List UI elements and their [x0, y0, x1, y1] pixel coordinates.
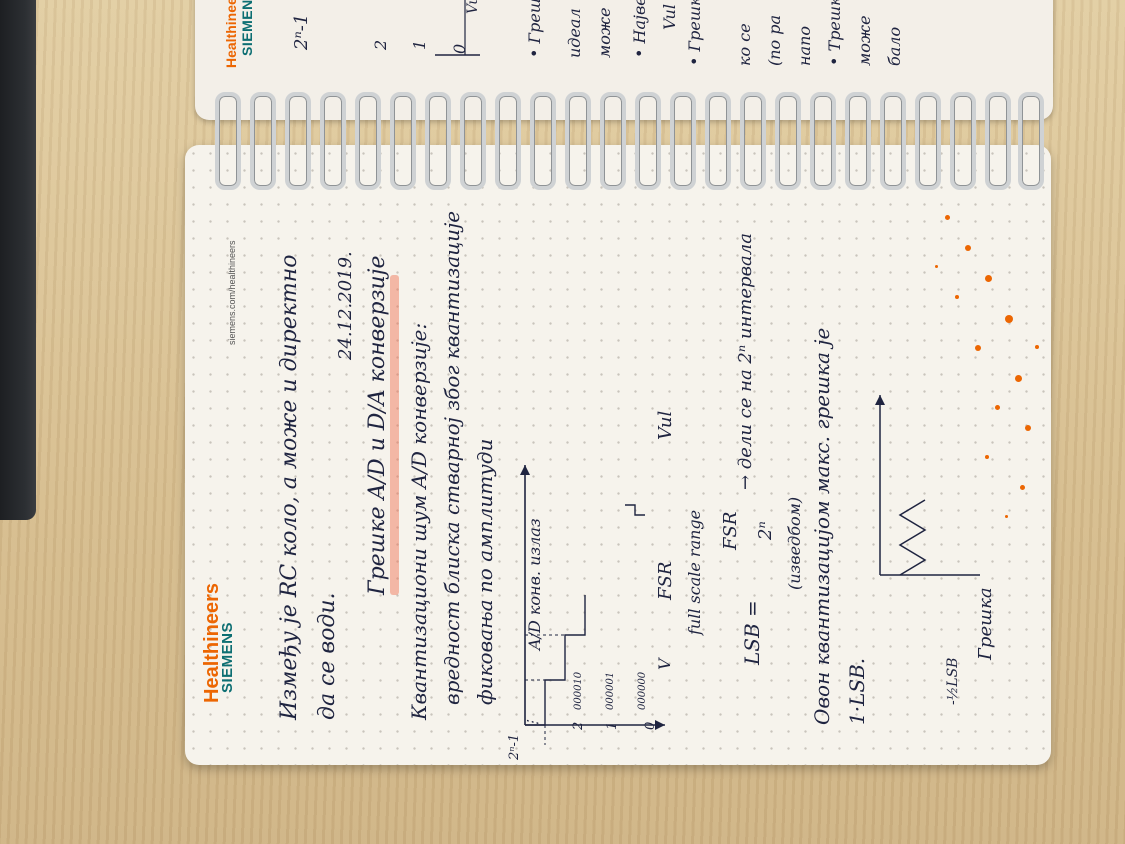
note-line-1: Између је RC коло, а може и директно — [277, 254, 302, 721]
ad-x-vul: Vul — [655, 410, 676, 440]
top-axis-lines — [435, 0, 480, 56]
top-logo-siemens: SIEMENS — [239, 0, 255, 56]
ad-transfer-diagram — [520, 465, 665, 745]
note-line-2: да се води. — [315, 592, 340, 720]
top-note-1: • Грешка — [525, 0, 544, 58]
lsb-lhs: LSB = — [740, 600, 764, 665]
top-note-6: • Грешка — [685, 0, 704, 66]
top-note-4: • Најве — [630, 0, 649, 58]
top-tick-2n: 2ⁿ-1 — [291, 13, 312, 50]
ad-x-full-scale: full scale range — [685, 509, 704, 635]
lsb-den: 2ⁿ — [755, 521, 776, 540]
ad-code-2: 000010 — [573, 671, 584, 710]
ad-axis-tick-dots: ⋮ — [525, 716, 541, 730]
top-note-3: може — [595, 7, 614, 58]
lsb-num: FSR — [720, 511, 741, 550]
max-error-line-b: 1·LSB. — [845, 657, 869, 725]
top-note-8: (по ра — [765, 14, 784, 66]
ad-axis-tick-top: 2ⁿ-1 — [507, 733, 522, 760]
ad-axis-tick-2: 2 — [571, 721, 586, 730]
ad-x-v-label: V — [655, 658, 674, 670]
top-note-7: ко се — [735, 23, 754, 66]
laptop-edge — [0, 0, 36, 520]
notebook-page: SIEMENS Healthineers siemens.com/healthi… — [185, 145, 1051, 765]
top-note-2: идеал — [565, 8, 584, 58]
ad-axis-tick-0: 0 — [643, 721, 658, 730]
bullet-1-b: вредност блиска стварној због квантизаци… — [440, 210, 464, 705]
lsb-rhs: → дели се на 2ⁿ интервала — [735, 233, 756, 490]
error-label: Грешка — [975, 587, 996, 660]
top-note-12: бало — [885, 26, 904, 66]
ad-axis-tick-1: 1 — [605, 721, 620, 730]
ad-code-0: 000000 — [637, 671, 648, 710]
error-sawtooth-diagram — [875, 395, 980, 576]
top-note-11: може — [855, 15, 874, 66]
top-logo-healthineers: Healthineers — [223, 0, 239, 68]
bullet-1-c: фиковања по амплитуди — [473, 438, 497, 705]
max-error-line-a: Овон квантизацијом макс. грешка је — [810, 327, 834, 725]
top-note-9: напо — [795, 25, 814, 66]
heading-highlight — [390, 275, 399, 595]
top-note-5: Vul — [660, 4, 679, 30]
brand-url: siemens.com/healthineers — [227, 240, 237, 345]
top-note-10: • Трешка — [825, 0, 844, 66]
note-date: 24.12.2019. — [335, 251, 356, 360]
ad-y-axis-label: A/D конв. излаз — [525, 518, 544, 650]
heading: Грешке A/D и D/A конверзије — [365, 255, 390, 595]
error-tick: -½LSB — [945, 657, 961, 705]
orange-dot-pattern — [925, 185, 1045, 565]
bullet-1-a: Квантизациони шум A/D конверзије: — [407, 322, 431, 720]
ad-code-1: 000001 — [605, 671, 616, 710]
logo-healthineers: Healthineers — [201, 582, 223, 703]
lsb-note: (изведбом) — [785, 496, 804, 590]
top-tick-2: 2 — [371, 39, 390, 50]
ad-x-fsr: FSR — [655, 561, 676, 600]
